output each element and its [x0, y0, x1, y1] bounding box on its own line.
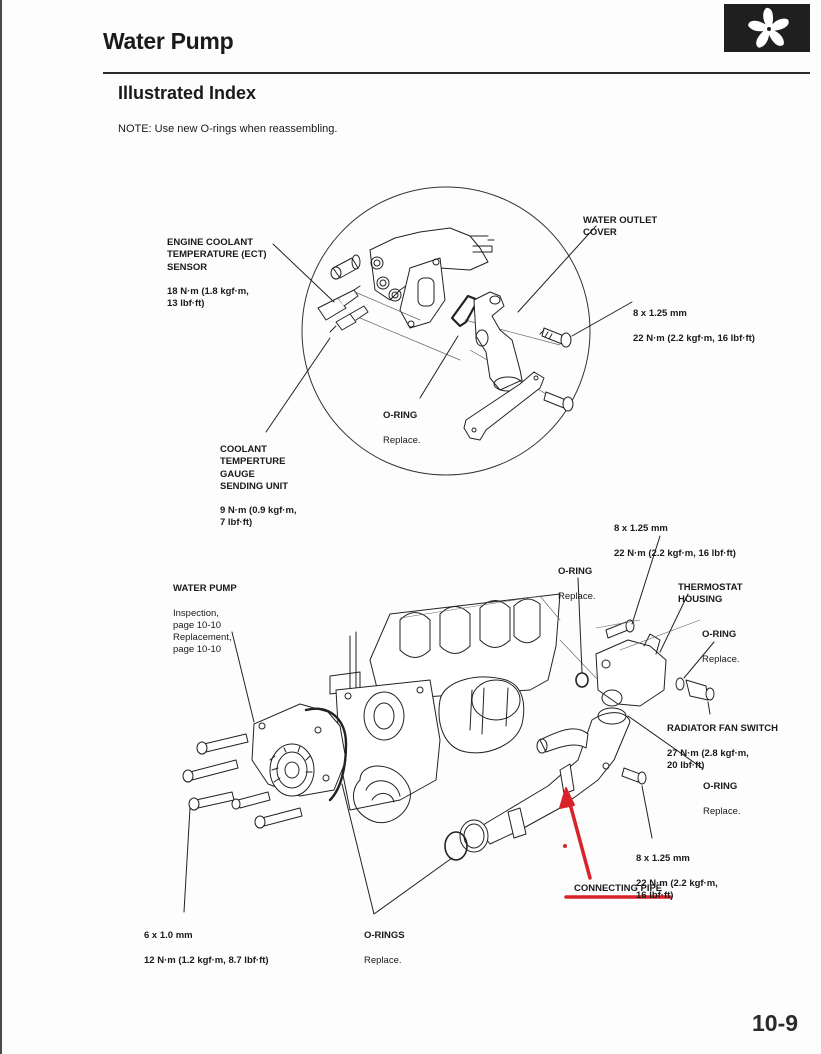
radiator-fan-switch-torque: 27 N·m (2.8 kgf·m, 20 lbf·ft) [667, 747, 749, 771]
thermostat-bolt-size: 8 x 1.25 mm [614, 523, 668, 535]
pipe-oring-callout: O-RING Replace. [703, 769, 741, 830]
reassembly-note: NOTE: Use new O-rings when reassembling. [118, 123, 338, 135]
header-rule [103, 72, 810, 74]
gauge-unit-torque: 9 N·m (0.9 kgf·m, 7 lbf·ft) [220, 505, 297, 529]
thermostat-housing-label: THERMOSTAT HOUSING [678, 582, 743, 606]
radiator-fan-switch-part [685, 679, 715, 701]
radiator-fan-switch-label: RADIATOR FAN SWITCH [667, 723, 779, 735]
pipe-bolt-size: 8 x 1.25 mm [636, 853, 690, 865]
water-pump-part [251, 703, 348, 802]
pump-bolt-size: 6 x 1.0 mm [144, 930, 193, 942]
page-title: Water Pump [103, 28, 234, 54]
thermostat-bolt-callout: 8 x 1.25 mm 22 N·m (2.2 kgf·m, 16 lbf·ft… [614, 511, 736, 572]
outlet-oring-leader [419, 335, 459, 399]
fan-switch-oring-part [675, 677, 685, 691]
outlet-bolt-size: 8 x 1.25 mm [633, 308, 687, 320]
water-outlet-cover-callout: WATER OUTLET COVER [583, 203, 657, 252]
pump-orings-callout: O-RINGS Replace. [364, 918, 405, 979]
oil-filter-part [438, 676, 525, 754]
ect-sensor-part [317, 285, 361, 321]
ect-sensor-label: ENGINE COOLANT TEMPERATURE (ECT) SENSOR [167, 237, 267, 273]
pipe-bolt-leader [641, 785, 653, 839]
pipe-bolt-part [621, 767, 647, 785]
cylinder-head-lower [329, 593, 561, 701]
engine-block-front [335, 679, 441, 824]
cylinder-head-detail [330, 227, 495, 329]
pump-orings-label: O-RINGS [364, 930, 405, 942]
section-heading: Illustrated Index [118, 83, 257, 103]
section-badge [724, 4, 810, 52]
thermostat-oring-part [575, 672, 589, 688]
outlet-oring-part [450, 294, 480, 328]
bypass-hose-end [536, 738, 548, 754]
thermostat-bolt-part [605, 619, 635, 639]
fan-switch-oring-note: Replace. [702, 653, 740, 665]
water-pump-note: Inspection, page 10-10 Replacement, page… [173, 607, 232, 656]
outlet-oring-note: Replace. [383, 434, 421, 446]
ect-leader [272, 243, 335, 303]
gauge-unit-callout: COOLANT TEMPERTURE GAUGE SENDING UNIT 9 … [220, 432, 297, 542]
water-pump-callout: WATER PUMP Inspection, page 10-10 Replac… [173, 571, 237, 669]
pipe-oring-label: O-RING [703, 781, 738, 793]
water-pump-leader [231, 631, 255, 723]
pipe-bolt-callout: 8 x 1.25 mm 22 N·m (2.2 kgf·m, 16 lbf·ft… [636, 841, 718, 914]
connecting-pipe-annotation [559, 787, 672, 899]
gauge-unit-label: COOLANT TEMPERTURE GAUGE SENDING UNIT [220, 444, 289, 492]
fan-switch-leader [707, 701, 711, 715]
outlet-oring-label: O-RING [383, 410, 418, 422]
thermostat-oring-leader [577, 577, 583, 673]
cooling-fan-icon [748, 7, 789, 48]
pipe-oring-leader [627, 715, 703, 769]
pump-bolt-callout: 6 x 1.0 mm 12 N·m (1.2 kgf·m, 8.7 lbf·ft… [144, 918, 269, 979]
bracket-bolt-part [543, 391, 574, 412]
water-pump-label: WATER PUMP [173, 583, 237, 595]
pipe-oring-note: Replace. [703, 805, 741, 817]
thermostat-housing-part [595, 633, 667, 707]
ect-sensor-torque: 18 N·m (1.8 kgf·m, 13 lbf·ft) [167, 286, 249, 310]
outlet-bolt-callout: 8 x 1.25 mm 22 N·m (2.2 kgf·m, 16 lbf·ft… [633, 296, 755, 357]
fan-switch-oring-label: O-RING [702, 629, 737, 641]
pump-bolts [182, 733, 303, 829]
radiator-fan-switch-callout: RADIATOR FAN SWITCH 27 N·m (2.8 kgf·m, 2… [667, 711, 778, 784]
pump-orings-leader [341, 783, 453, 915]
pump-bolt-torque: 12 N·m (1.2 kgf·m, 8.7 lbf·ft) [144, 954, 269, 966]
pipe-oring-part [444, 831, 468, 861]
gauge-leader [265, 337, 331, 433]
fan-switch-oring-callout: O-RING Replace. [702, 617, 740, 678]
page-number: 10-9 [752, 1010, 799, 1036]
bypass-hose-part [539, 728, 589, 753]
thermostat-oring-callout: O-RING Replace. [558, 554, 596, 615]
outlet-bolt-leader [571, 301, 633, 337]
thermostat-oring-label: O-RING [558, 566, 593, 578]
pump-bolt-leader [183, 807, 191, 913]
water-outlet-cover-part [473, 291, 523, 392]
ect-sensor-callout: ENGINE COOLANT TEMPERATURE (ECT) SENSOR … [167, 225, 267, 323]
pump-orings-note: Replace. [364, 954, 402, 966]
gauge-unit-part [329, 305, 369, 333]
detail-circle [301, 186, 591, 476]
water-outlet-cover-label: WATER OUTLET COVER [583, 215, 658, 239]
thermostat-oring-note: Replace. [558, 590, 596, 602]
pipe-bolt-torque: 22 N·m (2.2 kgf·m, 16 lbf·ft) [636, 877, 718, 901]
thermostat-bolt-torque: 22 N·m (2.2 kgf·m, 16 lbf·ft) [614, 547, 736, 559]
outlet-oring-callout: O-RING Replace. [383, 398, 421, 459]
bracket-part [463, 371, 545, 441]
fan-switch-oring-leader [683, 641, 715, 679]
outlet-bolt-part [539, 327, 572, 348]
page-edge [0, 0, 2, 1054]
thermostat-bolt-leader [631, 535, 661, 625]
outlet-bolt-torque: 22 N·m (2.2 kgf·m, 16 lbf·ft) [633, 332, 755, 344]
connecting-pipe-label: CONNECTING PIPE [574, 883, 663, 894]
outlet-cover-leader [517, 225, 597, 313]
thermostat-housing-leader [659, 593, 689, 653]
thermostat-housing-callout: THERMOSTAT HOUSING [678, 570, 743, 619]
